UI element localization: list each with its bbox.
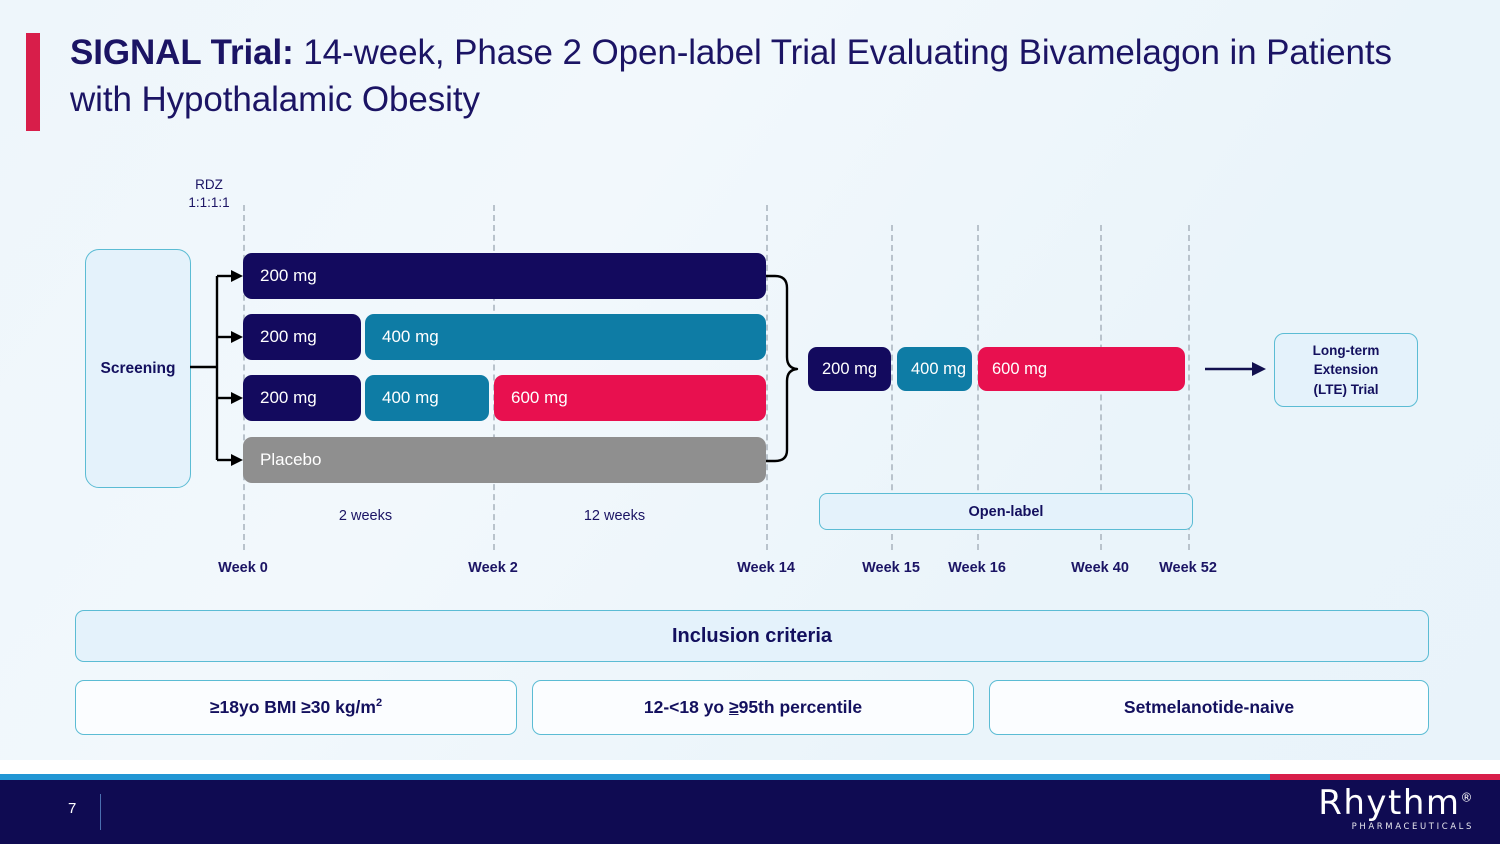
criterion-text: Setmelanotide-naive [1123, 697, 1295, 717]
criterion-box-adolescent[interactable]: 12-<18 yo ≥95th percentile [532, 680, 974, 735]
criterion-box-adult[interactable]: ≥18yo BMI ≥30 kg/m2 [75, 680, 517, 735]
arm-row-400mg-seg2[interactable]: 400 mg [365, 314, 766, 360]
logo-subtitle: PHARMACEUTICALS [1351, 822, 1474, 832]
arm-segment-label: 200 mg [260, 327, 317, 346]
page-number: 7 [68, 800, 77, 817]
open-label-seg-label: 400 mg [911, 359, 967, 378]
logo-wordmark: Rhythm® [1318, 786, 1474, 820]
week-label-15: Week 15 [862, 560, 920, 576]
footer-bar [0, 780, 1500, 844]
week-label-0: Week 0 [218, 560, 268, 576]
gridline-week52 [1188, 225, 1190, 550]
trial-design-diagram: RDZ 1:1:1:1 Screening [85, 176, 1418, 576]
open-label-band-label: Open-label [968, 503, 1044, 520]
criterion-text: ≥18yo BMI ≥30 kg/m2 [209, 697, 383, 717]
arm-row-600mg-seg2[interactable]: 400 mg [365, 375, 489, 421]
page-title-rest: 14-week, Phase 2 Open-label Trial Evalua… [70, 33, 1392, 119]
arm-row-600mg-seg1[interactable]: 200 mg [243, 375, 361, 421]
open-label-seg-600mg[interactable]: 600 mg [978, 347, 1185, 391]
title-accent-bar [26, 33, 40, 131]
duration-label-12weeks: 12 weeks [583, 508, 646, 524]
week-label-40: Week 40 [1071, 560, 1129, 576]
arm-segment-label: 600 mg [511, 388, 568, 407]
rhythm-logo: Rhythm® PHARMACEUTICALS [1318, 786, 1474, 832]
connector-lines [190, 270, 1266, 466]
open-label-seg-400mg[interactable]: 400 mg [897, 347, 972, 391]
screening-label: Screening [100, 359, 176, 377]
week-label-14: Week 14 [737, 560, 795, 576]
lte-box[interactable]: Long-term Extension (LTE) Trial [1274, 333, 1418, 407]
arm-segment-label: 400 mg [382, 327, 439, 346]
open-label-band: Open-label [819, 493, 1193, 530]
open-label-seg-label: 200 mg [822, 359, 878, 378]
arm-segment-label: 200 mg [260, 388, 317, 407]
gridline-week14 [766, 205, 768, 550]
logo-trademark-icon: ® [1460, 790, 1474, 805]
arm-segment-label: 400 mg [382, 388, 439, 407]
inclusion-criteria-heading: Inclusion criteria [671, 624, 833, 647]
criterion-text: 12-<18 yo ≥95th percentile [643, 697, 863, 717]
inclusion-criteria-header: Inclusion criteria [75, 610, 1429, 662]
gridline-week15 [891, 225, 893, 550]
logo-name: Rhythm [1318, 783, 1461, 823]
duration-label-2weeks: 2 weeks [338, 508, 393, 524]
arm-row-400mg-seg1[interactable]: 200 mg [243, 314, 361, 360]
arm-row-600mg-seg3[interactable]: 600 mg [494, 375, 766, 421]
footer-white-band [0, 760, 1500, 774]
arm-segment-label: 200 mg [260, 266, 317, 285]
randomization-label: RDZ 1:1:1:1 [173, 176, 245, 212]
week-label-16: Week 16 [948, 560, 1006, 576]
lte-line2: Extension [1313, 362, 1379, 378]
footer-rule-blue [0, 774, 1270, 780]
randomization-label-line2: 1:1:1:1 [188, 194, 230, 210]
lte-line3: (LTE) Trial [1313, 381, 1379, 397]
footer-divider [100, 794, 101, 830]
criterion-box-setmelanotide-naive[interactable]: Setmelanotide-naive [989, 680, 1429, 735]
arm-row-200mg[interactable]: 200 mg [243, 253, 766, 299]
week-label-2: Week 2 [468, 560, 518, 576]
week-label-52: Week 52 [1159, 560, 1217, 576]
page-title: SIGNAL Trial: 14-week, Phase 2 Open-labe… [70, 30, 1450, 124]
gridline-week16 [977, 225, 979, 550]
footer-rule-red [1270, 774, 1500, 780]
open-label-seg-label: 600 mg [992, 359, 1048, 378]
lte-line1: Long-term [1312, 343, 1380, 359]
arm-row-placebo[interactable]: Placebo [243, 437, 766, 483]
page-title-bold: SIGNAL Trial: [70, 33, 294, 72]
randomization-label-line1: RDZ [195, 177, 223, 192]
screening-box[interactable]: Screening [85, 249, 191, 488]
gridline-week2 [493, 205, 495, 550]
arm-segment-label: Placebo [260, 450, 322, 469]
open-label-seg-200mg[interactable]: 200 mg [808, 347, 891, 391]
